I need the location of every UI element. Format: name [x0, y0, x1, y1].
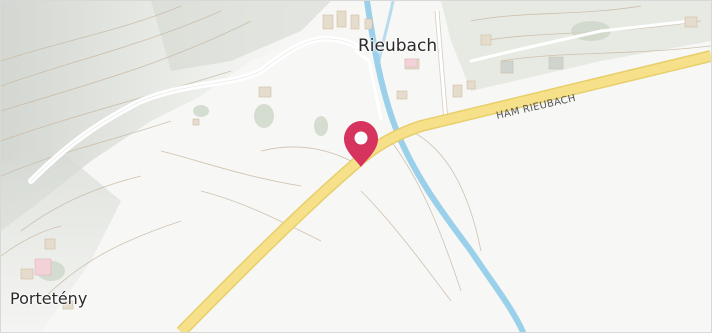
river — [364, 1, 526, 332]
main-road — [176, 50, 711, 332]
place-label-rieubach: Rieubach — [358, 36, 438, 56]
river-inlet — [377, 1, 395, 62]
local-roads — [354, 9, 693, 123]
contour-lines — [1, 5, 711, 302]
local-road-edges — [434, 10, 449, 122]
map-pin-center — [354, 131, 368, 145]
footpath-outline — [30, 38, 357, 182]
buildings — [20, 10, 698, 310]
place-label-portetheny: Portetény — [10, 289, 88, 308]
location-marker[interactable] — [344, 121, 378, 167]
